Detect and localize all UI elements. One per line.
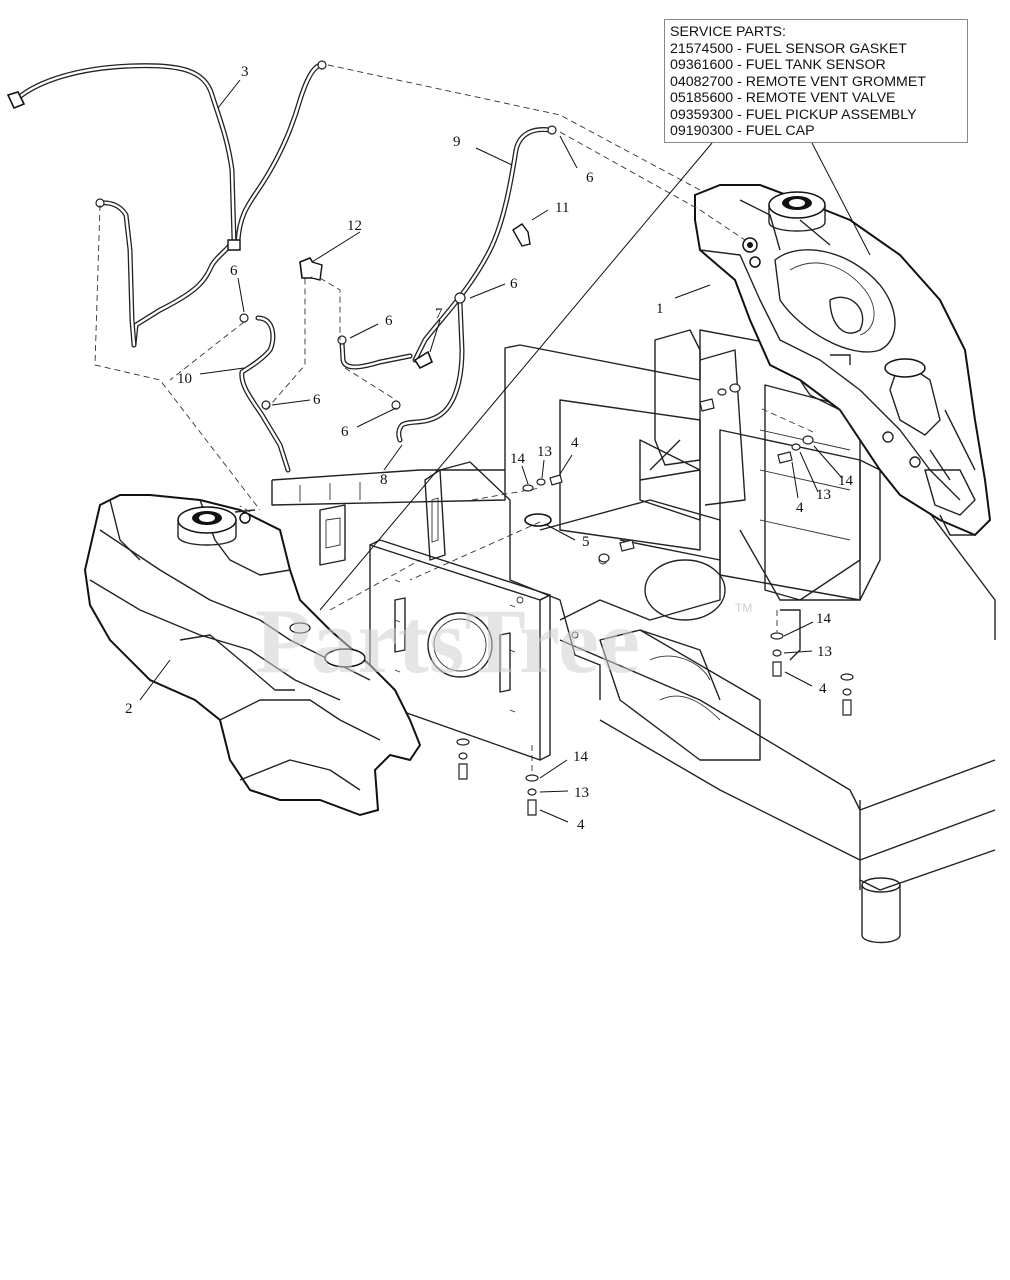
callout-1: 1 (656, 301, 664, 317)
service-part-item: 09359300 - FUEL PICKUP ASSEMBLY (670, 106, 917, 123)
mower-frame (271, 329, 996, 944)
callout-numbers: 1 2 3 4 4 4 4 5 6 6 6 6 6 6 7 8 9 10 11 … (125, 64, 854, 833)
callout-6: 6 (385, 313, 393, 329)
callout-4: 4 (819, 681, 827, 697)
fuel-tank-left (83, 494, 422, 817)
service-parts-leader-right (811, 142, 871, 256)
callout-4: 4 (571, 435, 579, 451)
callout-2: 2 (125, 701, 133, 717)
callout-8: 8 (380, 472, 388, 488)
callout-14: 14 (816, 611, 832, 627)
service-part-item: 04082700 - REMOTE VENT GROMMET (670, 73, 926, 90)
callout-14: 14 (838, 473, 854, 489)
service-part-item: 21574500 - FUEL SENSOR GASKET (670, 40, 907, 57)
callout-12: 12 (347, 218, 362, 234)
callout-6: 6 (341, 424, 349, 440)
callout-13: 13 (817, 644, 832, 660)
callout-6: 6 (230, 263, 238, 279)
callout-6: 6 (510, 276, 518, 292)
callout-6: 6 (313, 392, 321, 408)
callout-6: 6 (586, 170, 594, 186)
callout-3: 3 (241, 64, 249, 80)
callout-10: 10 (177, 371, 192, 387)
callout-9: 9 (453, 134, 461, 150)
callout-13: 13 (816, 487, 831, 503)
callout-leaders (139, 79, 843, 823)
callout-13: 13 (537, 444, 552, 460)
fuel-tank-right (694, 184, 992, 537)
callout-4: 4 (796, 500, 804, 516)
callout-14: 14 (510, 451, 526, 467)
callout-14: 14 (573, 749, 589, 765)
service-part-item: 09361600 - FUEL TANK SENSOR (670, 57, 886, 73)
service-parts-box: SERVICE PARTS: 21574500 - FUEL SENSOR GA… (664, 19, 968, 143)
callout-4: 4 (577, 817, 585, 833)
watermark: PartsTree (255, 590, 640, 692)
callout-13: 13 (574, 785, 589, 801)
service-part-item: 05185600 - REMOTE VENT VALVE (670, 90, 896, 106)
callout-5: 5 (582, 534, 590, 550)
callout-7: 7 (435, 306, 443, 322)
service-parts-title: SERVICE PARTS: (670, 24, 786, 40)
hardware (6, 60, 854, 816)
watermark-tm: TM (735, 601, 752, 615)
service-parts-leader-left (319, 142, 713, 611)
callout-11: 11 (555, 200, 569, 216)
service-part-item: 09190300 - FUEL CAP (670, 123, 815, 139)
assembly-lines (94, 64, 814, 775)
